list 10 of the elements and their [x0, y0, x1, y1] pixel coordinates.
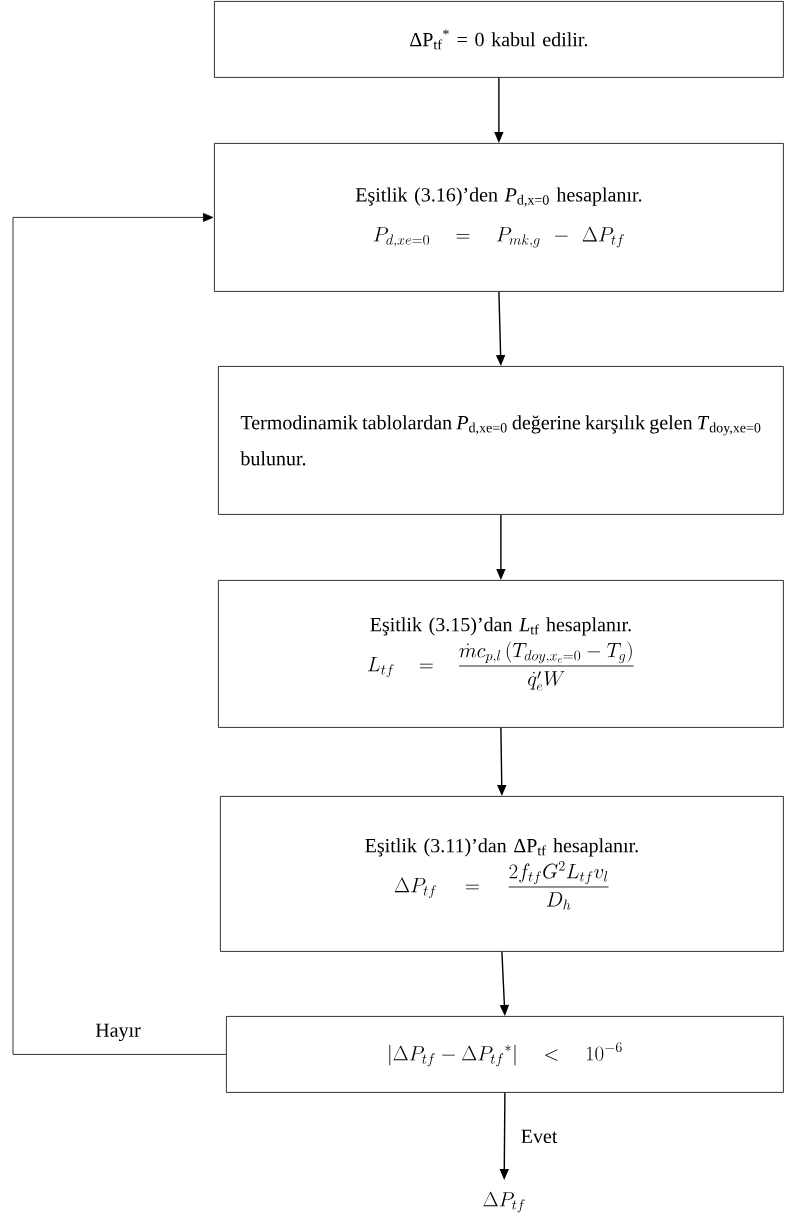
- process-box: $\left|\Delta P_{tf} - \Delta {P_{tf}}^{*}\right| < 10^{-6}$: [226, 1016, 784, 1093]
- arrow: [12, 213, 227, 1055]
- process-box: Eşitlik (3.11)’dan ΔP$_{tf}$ hesaplanır. $\Delta P_{tf} = \frac{2 f_{tf} G^2 L_{tf} v_l}{D_h}$: [220, 796, 784, 952]
- process-box: Termodinamik tablolardan P$_{d,xe=0}$ değerine karşılık gelen T$_{doy,xe=0}$ bulunur.: [218, 366, 784, 515]
- process-box: Eşitlik (3.16)’den P$_{d,x=0}$ hesaplanır. $P_{d,xe=0} = P_{mk,g} - \Delta P_{tf}$: [214, 143, 784, 292]
- process-box: Eşitlik (3.15)’dan L$_{tf}$ hesaplanır. $L_{tf} = \frac{\dot{m} c_{p,l}\left(T_{doy,x_e=0} - T_g\right)}{\dot{q}'_e W}$: [218, 580, 784, 728]
- process-box: ΔP$_{tf}$$^{*}$ = 0 kabul edilir.: [214, 1, 784, 78]
- edge-label: Evet: [518, 1127, 560, 1146]
- result-text: $\Delta P_{tf}$: [483, 1191, 525, 1213]
- edge-label: Hayır: [93, 1021, 143, 1044]
